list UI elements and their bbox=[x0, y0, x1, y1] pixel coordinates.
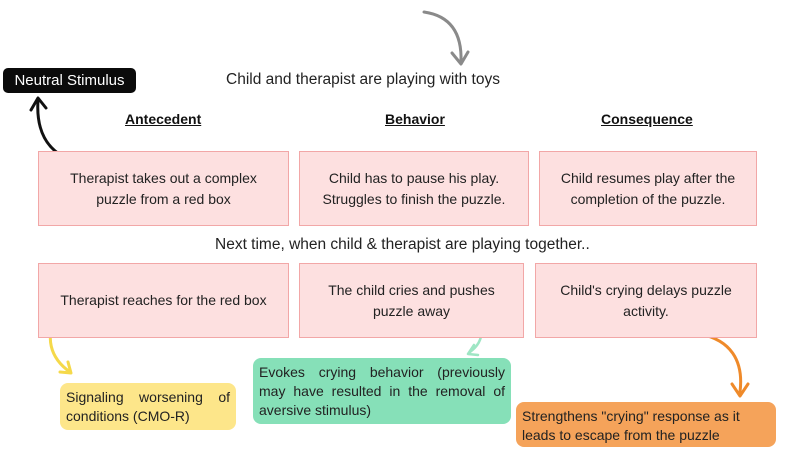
green-arrowhead bbox=[466, 343, 480, 357]
consequence-header: Consequence bbox=[601, 111, 693, 127]
row2-antecedent-box: Therapist reaches for the red box bbox=[38, 263, 289, 338]
orange-arrowhead bbox=[730, 382, 750, 398]
signaling-note: Signaling worsening of conditions (CMO-R… bbox=[60, 383, 236, 430]
orange-arrow bbox=[698, 332, 743, 394]
row1-behavior-box: Child has to pause his play. Struggles t… bbox=[299, 151, 529, 226]
strengthens-note: Strengthens "crying" response as it lead… bbox=[516, 402, 776, 447]
antecedent-header: Antecedent bbox=[125, 111, 202, 127]
behavior-header: Behavior bbox=[385, 111, 445, 127]
neutral-stimulus-label: Neutral Stimulus bbox=[3, 68, 136, 93]
top-gray-arrowhead bbox=[450, 50, 470, 66]
top-gray-arrow bbox=[422, 10, 463, 64]
row1-antecedent-box: Therapist takes out a complex puzzle fro… bbox=[38, 151, 289, 226]
middle-context-text: Next time, when child & therapist are pl… bbox=[215, 236, 590, 253]
top-context-text: Child and therapist are playing with toy… bbox=[226, 71, 500, 88]
yellow-arrowhead bbox=[58, 360, 73, 375]
row2-behavior-box: The child cries and pushes puzzle away bbox=[299, 263, 524, 338]
evokes-note: Evokes crying behavior (previously may h… bbox=[253, 358, 511, 424]
row1-consequence-box: Child resumes play after the completion … bbox=[539, 151, 757, 226]
neutral-black-arrowhead bbox=[29, 96, 48, 112]
row2-consequence-box: Child's crying delays puzzle activity. bbox=[535, 263, 757, 338]
